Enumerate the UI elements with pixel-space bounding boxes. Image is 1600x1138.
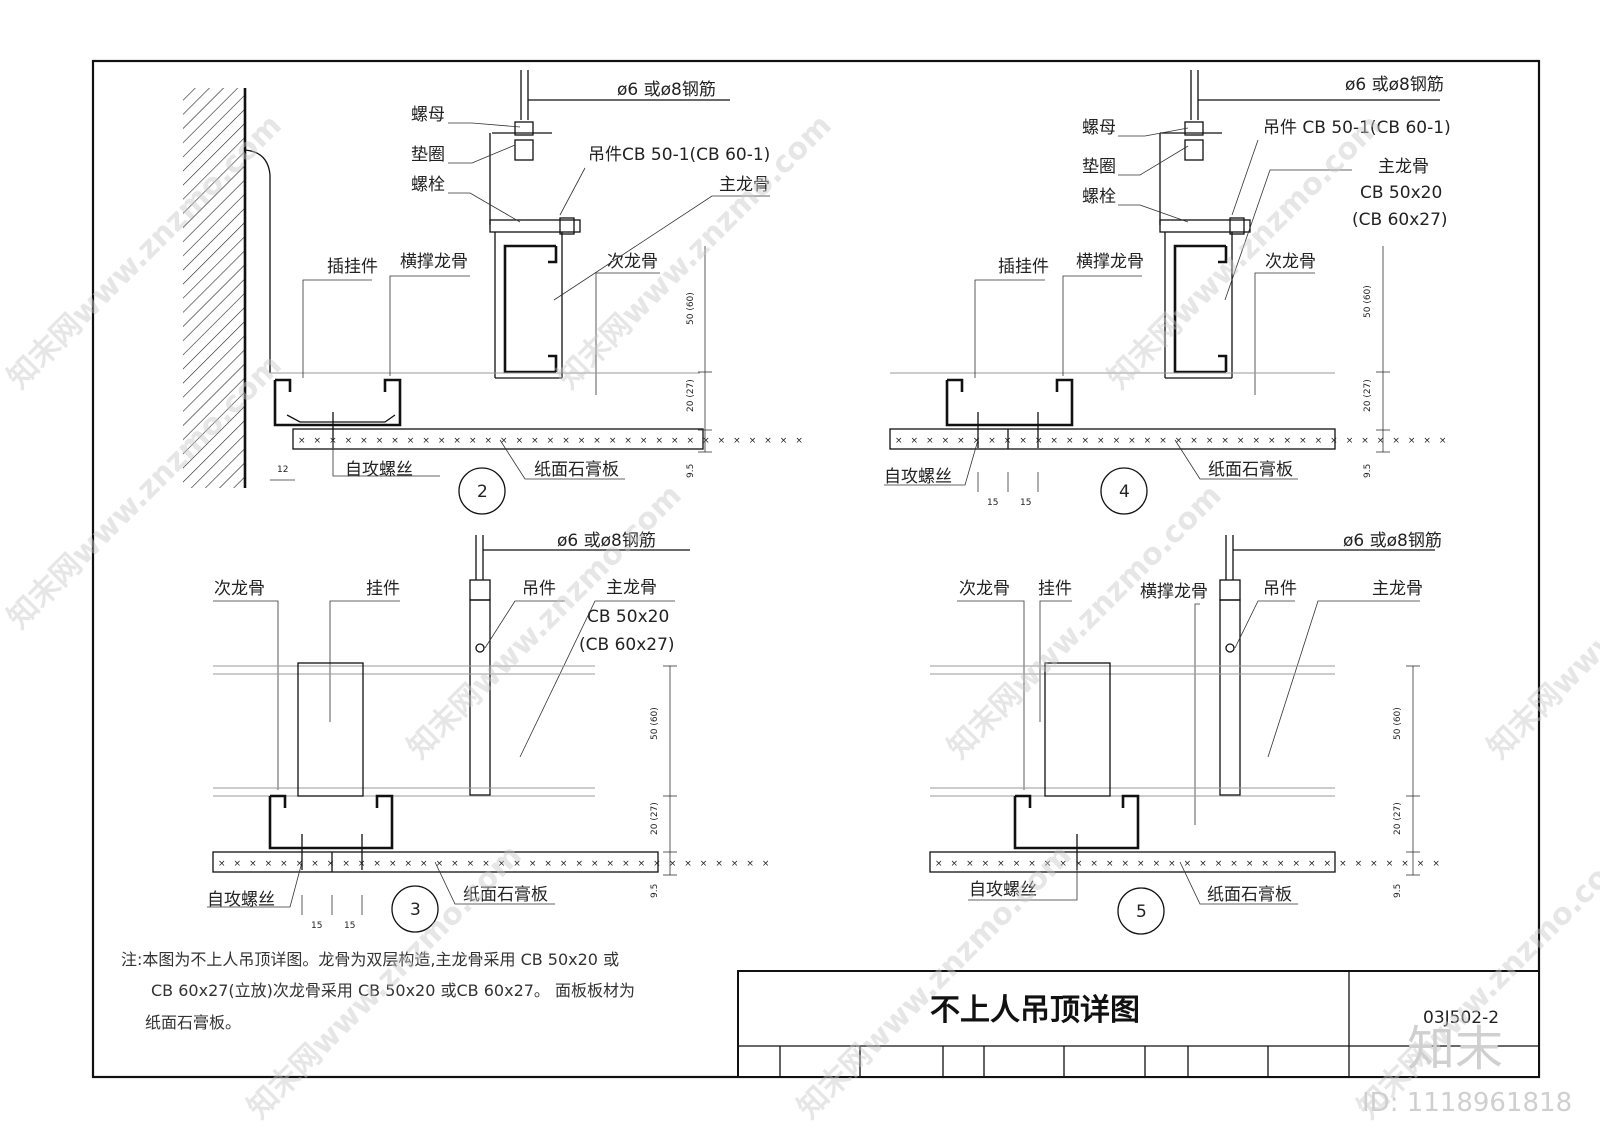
detail-5: ø6 或ø8钢筋 次龙骨 挂件 横撑龙骨 吊件 主龙骨 ××××××××××××…	[929, 531, 1448, 935]
hanger-label: 吊件CB 50-1(CB 60-1)	[588, 145, 770, 165]
dim-50: 50 (60)	[650, 707, 660, 740]
detail-3: ø6 或ø8钢筋 次龙骨 挂件 吊件 主龙骨 CB 50x20 (CB 60x2…	[207, 531, 777, 933]
dim-9-5: 9.5	[1393, 884, 1403, 898]
hang-label: 挂件	[366, 579, 400, 599]
main-spec-2: (CB 60x27)	[1352, 210, 1448, 230]
sub-keel-label: 次龙骨	[1265, 252, 1316, 272]
wall-hatch	[183, 88, 245, 488]
sheet-title: 不上人吊顶详图	[930, 993, 1140, 1028]
detail-number-circle	[1100, 467, 1148, 515]
note-line-1: 注:本图为不上人吊顶详图。龙骨为双层构造,主龙骨采用 CB 50x20 或	[121, 950, 619, 969]
svg-text:××××××××××××××××××××××××××××××: ×××××××××××××××××××××××××××××××××	[298, 436, 811, 446]
nut-label: 螺母	[411, 105, 445, 125]
title-block: 不上人吊顶详图 03J502-2	[737, 970, 1540, 1078]
note-line-2: CB 60x27(立放)次龙骨采用 CB 50x20 或CB 60x27。 面板…	[151, 981, 635, 1000]
dim-15a: 15	[311, 921, 322, 931]
rebar-label: ø6 或ø8钢筋	[557, 531, 656, 551]
note-line-3: 纸面石膏板。	[145, 1013, 241, 1032]
detail-2: ø6 或ø8钢筋 螺母 垫圈 螺栓 吊件CB 50-1(CB 60-1) 主龙骨…	[183, 70, 811, 515]
dim-12: 12	[277, 465, 288, 475]
washer-label: 垫圈	[411, 145, 445, 165]
board-label: 纸面石膏板	[1208, 459, 1293, 480]
board-label: 纸面石膏板	[1207, 884, 1292, 905]
bolt-label: 螺栓	[1082, 187, 1116, 207]
drawing-note: 注:本图为不上人吊顶详图。龙骨为双层构造,主龙骨采用 CB 50x20 或 CB…	[121, 950, 635, 1032]
main-spec-1: CB 50x20	[1360, 183, 1442, 203]
watermark-text: 知末网www.znzmo.com	[1481, 478, 1600, 766]
rebar-label: ø6 或ø8钢筋	[617, 80, 716, 100]
sub-keel-label: 次龙骨	[959, 579, 1010, 599]
dim-20: 20 (27)	[650, 802, 660, 835]
cross-keel-label: 横撑龙骨	[400, 252, 468, 272]
dim-20: 20 (27)	[1393, 802, 1403, 835]
screw-label: 自攻螺丝	[884, 467, 952, 487]
sub-keel-label: 次龙骨	[214, 579, 265, 599]
detail-number-circle	[1117, 887, 1165, 935]
rebar-label: ø6 或ø8钢筋	[1343, 531, 1442, 551]
sub-keel-label: 次龙骨	[607, 252, 658, 272]
detail-number-circle	[391, 885, 439, 933]
clip-label: 插挂件	[998, 257, 1049, 277]
dim-15b: 15	[344, 921, 355, 931]
main-keel-label: 主龙骨	[719, 175, 770, 195]
dim-50: 50 (60)	[686, 292, 696, 325]
detail-number: 2	[477, 482, 488, 502]
svg-text:××××××××××××××××××××××××××××××: ×××××××××××××××××××××××××××××××××	[935, 859, 1448, 869]
cross-keel-label: 横撑龙骨	[1076, 252, 1144, 272]
clip-label: 插挂件	[327, 257, 378, 277]
dim-15b: 15	[1020, 498, 1031, 508]
screw-label: 自攻螺丝	[969, 880, 1037, 900]
detail-number-circle	[458, 467, 506, 515]
dim-9-5: 9.5	[1363, 464, 1373, 478]
screw-label: 自攻螺丝	[207, 890, 275, 910]
main-spec-2: (CB 60x27)	[579, 635, 675, 655]
detail-number: 3	[410, 900, 421, 920]
dim-50: 50 (60)	[1393, 707, 1403, 740]
dim-50: 50 (60)	[1363, 285, 1373, 318]
dim-20: 20 (27)	[1363, 379, 1373, 412]
detail-4: ø6 或ø8钢筋 螺母 垫圈 螺栓 吊件 CB 50-1(CB 60-1) 主龙…	[884, 70, 1454, 515]
rebar-label: ø6 或ø8钢筋	[1345, 75, 1444, 95]
detail-number: 4	[1119, 482, 1130, 502]
watermark-id: ID: 1118961818	[1362, 1088, 1572, 1118]
sheet-border	[91, 59, 1541, 1079]
dim-9-5: 9.5	[650, 884, 660, 898]
board-label: 纸面石膏板	[534, 459, 619, 480]
nut-label: 螺母	[1082, 118, 1116, 138]
detail-number: 5	[1136, 902, 1147, 922]
hanger-label: 吊件 CB 50-1(CB 60-1)	[1263, 118, 1451, 138]
main-keel-label: 主龙骨	[1372, 579, 1423, 599]
screw-label: 自攻螺丝	[345, 460, 413, 480]
hanger-label: 吊件	[1263, 579, 1297, 599]
dim-9-5: 9.5	[686, 464, 696, 478]
hanger-label: 吊件	[522, 579, 556, 599]
watermark-text: 知末网www.znzmo.com	[1101, 108, 1389, 396]
cross-keel-label: 横撑龙骨	[1140, 582, 1208, 602]
svg-text:××××××××××××××××××××××××××××××: ××××××××××××××××××××××××××××××××××××	[895, 436, 1454, 446]
washer-label: 垫圈	[1082, 157, 1116, 177]
dim-15a: 15	[987, 498, 998, 508]
main-spec-1: CB 50x20	[587, 607, 669, 627]
main-keel-label: 主龙骨	[1378, 157, 1429, 177]
main-keel-label: 主龙骨	[606, 578, 657, 598]
bolt-label: 螺栓	[411, 175, 445, 195]
watermark-text: 知末网www.znzmo.com	[941, 478, 1229, 766]
board-label: 纸面石膏板	[463, 884, 548, 905]
dim-20: 20 (27)	[686, 379, 696, 412]
watermark-logo: 知末	[1407, 1021, 1503, 1077]
sheet-code: 03J502-2	[1423, 1008, 1499, 1028]
svg-text:××××××××××××××××××××××××××××××: ××××××××××××××××××××××××××××××××××××	[218, 859, 777, 869]
hang-label: 挂件	[1038, 579, 1072, 599]
